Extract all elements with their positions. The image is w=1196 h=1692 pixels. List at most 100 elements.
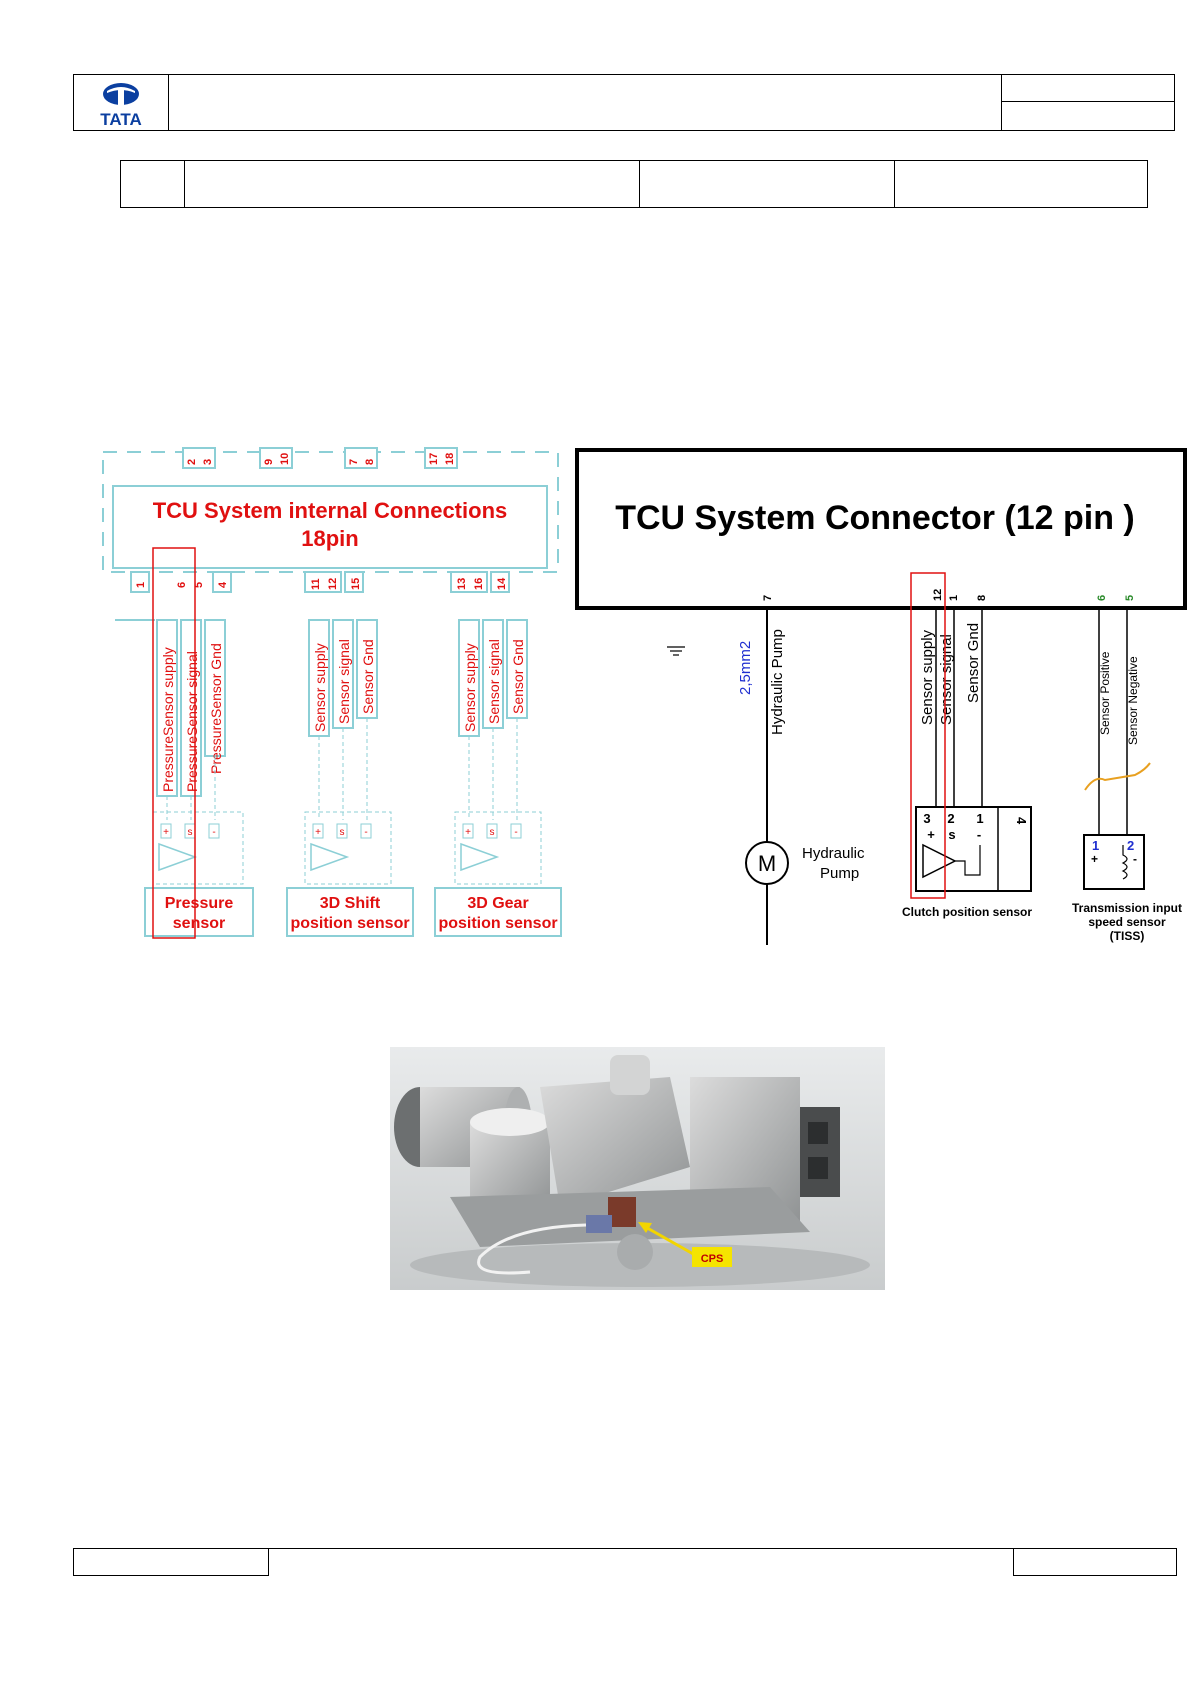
svg-text:position sensor: position sensor <box>438 915 557 932</box>
ground-icon <box>667 646 685 656</box>
pin-13: 13 <box>456 578 468 590</box>
clutch-sensor-triangle-icon <box>922 843 957 879</box>
header-right-cell <box>1001 75 1174 130</box>
hydraulic-pump-label: Hydraulic <box>802 845 865 862</box>
pin-6: 6 <box>176 582 188 588</box>
pin-15: 15 <box>350 578 362 590</box>
header-table: TATA <box>73 74 1175 131</box>
tata-logo: TATA <box>74 75 169 130</box>
svg-text:2: 2 <box>1127 838 1134 853</box>
svg-text:1: 1 <box>976 811 983 826</box>
pin-2: 2 <box>186 459 198 465</box>
pin-1: 1 <box>135 582 147 588</box>
pin-12: 12 <box>327 578 339 590</box>
coil-icon <box>1121 845 1128 880</box>
clutch-sensor-supply-label: Sensor supply <box>919 629 936 725</box>
svg-text:M: M <box>758 851 776 876</box>
clutch-sensor-gnd-label: Sensor Gnd <box>965 623 982 703</box>
gear-sensor-signal-label: Sensor signal <box>486 639 502 724</box>
pressure-sensor-signal-label: PressureSensor signal <box>184 651 200 792</box>
tiss-label: Transmission input <box>1072 901 1182 915</box>
tata-logo-icon <box>103 83 139 105</box>
svg-text:-: - <box>1133 852 1137 866</box>
clutch-position-sensor-label: Clutch position sensor <box>902 905 1032 919</box>
pin-11: 11 <box>310 578 322 590</box>
tiss-negative-label: Sensor Negative <box>1126 656 1140 745</box>
conn-pin-6: 6 <box>1096 595 1108 601</box>
shift-sensor-gnd-label: Sensor Gnd <box>360 639 376 714</box>
svg-text:-: - <box>514 827 517 838</box>
svg-text:Pump: Pump <box>820 865 859 882</box>
conn-pin-1: 1 <box>948 595 960 601</box>
sensor-triangle-icon <box>460 842 500 872</box>
sensor-triangle-icon <box>158 842 198 872</box>
conn-pin-12: 12 <box>932 589 944 601</box>
pin-8: 8 <box>364 459 376 465</box>
svg-text:-: - <box>212 827 215 838</box>
svg-text:4: 4 <box>1014 817 1029 825</box>
conn-pin-5: 5 <box>1124 595 1136 601</box>
cps-callout-label: CPS <box>701 1253 724 1265</box>
svg-text:+: + <box>927 827 935 842</box>
gear-sensor-supply-label: Sensor supply <box>462 643 478 732</box>
pin-14: 14 <box>496 577 508 590</box>
connector-title: TCU System Connector (12 pin ) <box>615 499 1135 537</box>
tiss-box <box>1083 834 1145 890</box>
pin-7: 7 <box>348 459 360 465</box>
svg-text:s: s <box>490 827 495 838</box>
svg-text:position sensor: position sensor <box>290 915 409 932</box>
svg-text:+: + <box>465 827 471 838</box>
pin-3: 3 <box>202 459 214 465</box>
svg-text:s: s <box>340 827 345 838</box>
tcu-internal-subtitle: 18pin <box>301 526 358 551</box>
shift-sensor-signal-label: Sensor signal <box>336 639 352 724</box>
svg-text:+: + <box>163 827 169 838</box>
svg-text:s: s <box>188 827 193 838</box>
shift-sensor-label: 3D Shift <box>320 895 381 912</box>
pin-4: 4 <box>217 581 229 588</box>
conn-pin-8: 8 <box>976 595 988 601</box>
gear-sensor-group: Sensor supply Sensor signal Sensor Gnd +… <box>434 619 562 937</box>
pressure-sensor-gnd-label: PressureSensor Gnd <box>208 643 224 774</box>
hydraulic-pump-wire-label: Hydraulic Pump <box>769 629 786 735</box>
conn-pin-7: 7 <box>762 595 774 601</box>
actuator-photo: CPS <box>390 1047 885 1290</box>
pin-9: 9 <box>263 459 275 465</box>
pin-17: 17 <box>428 453 440 465</box>
pin-16: 16 <box>473 578 485 590</box>
pressure-sensor-label: Pressure <box>165 895 234 912</box>
svg-text:1: 1 <box>1092 838 1099 853</box>
wire-size-label: 2,5mm2 <box>737 641 754 695</box>
shield-twist-icon <box>1084 762 1151 791</box>
svg-text:-: - <box>364 827 367 838</box>
svg-text:+: + <box>315 827 321 838</box>
footer-right-cell <box>1013 1548 1177 1576</box>
pin-18: 18 <box>444 453 456 465</box>
tcu-system-connector-diagram: TCU System Connector (12 pin ) 7 12 1 8 … <box>575 448 1187 945</box>
clutch-sensor-box <box>915 806 1032 892</box>
pin-5: 5 <box>193 582 205 588</box>
svg-text:speed sensor: speed sensor <box>1088 915 1166 929</box>
pressure-sensor-group: PressureSensor supply PressureSensor sig… <box>144 619 254 937</box>
pressure-sensor-supply-label: PressureSensor supply <box>160 647 176 792</box>
svg-text:2: 2 <box>947 811 954 826</box>
footer-rule <box>269 1548 1013 1549</box>
shift-sensor-supply-label: Sensor supply <box>312 643 328 732</box>
gear-sensor-label: 3D Gear <box>467 895 528 912</box>
tcu-internal-connections-diagram: 2 3 9 10 7 8 17 18 TCU System internal C… <box>102 447 562 939</box>
pin-10: 10 <box>279 453 291 465</box>
logo-text: TATA <box>100 110 142 129</box>
connector-title-box <box>575 448 1187 610</box>
gear-sensor-gnd-label: Sensor Gnd <box>510 639 526 714</box>
tiss-positive-label: Sensor Positive <box>1098 651 1112 735</box>
callout-arrow <box>641 1223 696 1257</box>
cps-callout-box <box>692 1247 732 1267</box>
revision-row <box>120 160 1148 208</box>
clutch-supply-highlight <box>910 572 946 899</box>
svg-text:-: - <box>977 827 981 842</box>
footer-left-cell <box>73 1548 269 1576</box>
svg-text:3: 3 <box>923 811 930 826</box>
svg-text:(TISS): (TISS) <box>1110 929 1145 943</box>
shift-sensor-group: Sensor supply Sensor signal Sensor Gnd +… <box>286 619 414 937</box>
tcu-internal-title-box <box>112 485 548 569</box>
